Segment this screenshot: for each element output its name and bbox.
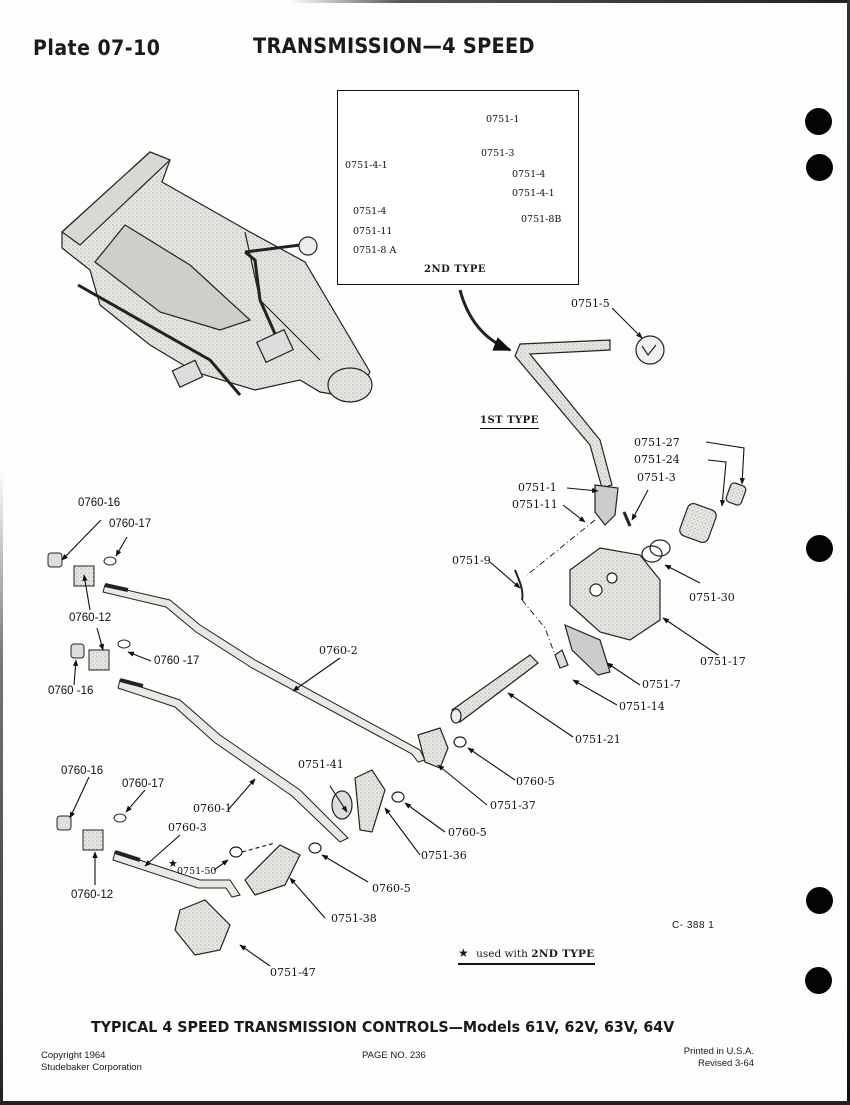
callout-0751-41: 0751-41 xyxy=(298,758,344,771)
shift-rods-illustration xyxy=(102,583,426,898)
footer-copyright: Copyright 1964 Studebaker Corporation xyxy=(41,1050,142,1074)
callout-inset-0751-1: 0751-1 xyxy=(486,114,520,125)
callout-0751-27: 0751-27 xyxy=(634,436,680,449)
callout-0751-21: 0751-21 xyxy=(575,733,621,746)
callout-0751-1: 0751-1 xyxy=(518,481,557,494)
callout-0760-16-bottom: 0760-16 xyxy=(61,765,104,777)
callout-0760-2: 0760-2 xyxy=(319,644,358,657)
callout-0751-3: 0751-3 xyxy=(637,471,676,484)
callout-inset-0751-8a: 0751-8 A xyxy=(353,245,397,256)
callout-0760-17-middle: 0760 -17 xyxy=(154,655,200,667)
scan-edge-top xyxy=(290,0,850,3)
shift-lever-illustration xyxy=(514,335,665,526)
scan-edge-right xyxy=(847,0,850,1105)
callout-0760-17-top: 0760-17 xyxy=(109,518,152,530)
callout-inset-0751-8b: 0751-8B xyxy=(521,214,562,225)
scan-edge-bottom xyxy=(0,1101,850,1105)
star-icon: ★ xyxy=(458,946,469,960)
callout-0760-12-bottom: 0760-12 xyxy=(71,889,114,901)
dashdot-leader-spring xyxy=(521,519,596,656)
callout-0751-9: 0751-9 xyxy=(452,554,491,567)
type-note-strong: 2ND TYPE xyxy=(531,948,595,960)
callout-0751-14: 0751-14 xyxy=(619,700,665,713)
figure-code: C- 388 1 xyxy=(672,920,715,931)
page-title: TRANSMISSION—4 SPEED xyxy=(253,34,535,58)
copyright-line-2: Studebaker Corporation xyxy=(41,1062,142,1073)
callout-0760-5-upper: 0760-5 xyxy=(516,775,555,788)
second-type-inset xyxy=(337,90,579,285)
transmission-case-illustration xyxy=(61,151,373,403)
callout-0751-37: 0751-37 xyxy=(490,799,536,812)
callout-0751-47: 0751-47 xyxy=(270,966,316,979)
callout-0760-5-lower: 0760-5 xyxy=(372,882,411,895)
type-note: ★ used with 2ND TYPE xyxy=(458,946,595,965)
first-type-label: 1ST TYPE xyxy=(480,415,539,429)
callout-0760-12-top: 0760-12 xyxy=(69,612,112,624)
shift-housing-illustration xyxy=(514,482,747,676)
callout-inset-0751-4-1-right: 0751-4-1 xyxy=(512,188,555,199)
footer-page-number: PAGE NO. 236 xyxy=(362,1050,426,1061)
copyright-line-1: Copyright 1964 xyxy=(41,1050,106,1061)
plate-number: Plate 07-10 xyxy=(33,36,161,60)
callout-0760-17-bottom: 0760-17 xyxy=(122,778,165,790)
callout-0760-16-middle: 0760 -16 xyxy=(48,685,94,697)
callout-0751-5: 0751-5 xyxy=(571,297,610,310)
callout-inset-0751-11: 0751-11 xyxy=(353,226,393,237)
callout-inset-0751-4-left: 0751-4 xyxy=(353,206,387,217)
shift-shaft-illustration xyxy=(450,654,539,748)
callout-inset-0751-3: 0751-3 xyxy=(481,148,515,159)
revised-date: Revised 3-64 xyxy=(698,1058,754,1069)
type-note-text: used with xyxy=(476,948,528,960)
figure-caption: TYPICAL 4 SPEED TRANSMISSION CONTROLS—Mo… xyxy=(91,1018,675,1036)
callout-0751-7: 0751-7 xyxy=(642,678,681,691)
scan-edge-left xyxy=(0,470,3,1105)
second-type-label: 2ND TYPE xyxy=(424,264,486,275)
callout-0760-3: 0760-3 xyxy=(168,821,207,834)
callout-0751-11: 0751-11 xyxy=(512,498,558,511)
footer-print-info: Printed in U.S.A. Revised 3-64 xyxy=(684,1046,754,1070)
rod-end-hardware-illustration xyxy=(47,552,131,851)
callout-0760-1: 0760-1 xyxy=(193,802,232,815)
callout-0751-38: 0751-38 xyxy=(331,912,377,925)
callout-0751-17: 0751-17 xyxy=(700,655,746,668)
binder-hole-1 xyxy=(805,108,832,135)
callout-0751-36: 0751-36 xyxy=(421,849,467,862)
callout-0760-16-top: 0760-16 xyxy=(78,497,121,509)
callout-0760-5-middle: 0760-5 xyxy=(448,826,487,839)
callout-0751-24: 0751-24 xyxy=(634,453,680,466)
callout-0751-50: 0751-50 xyxy=(177,866,217,877)
printed-in: Printed in U.S.A. xyxy=(683,1046,754,1057)
callout-inset-0751-4-right: 0751-4 xyxy=(512,169,546,180)
binder-hole-5 xyxy=(805,967,832,994)
callout-0751-30: 0751-30 xyxy=(689,591,735,604)
binder-hole-3 xyxy=(806,535,833,562)
callout-inset-0751-4-1-left: 0751-4-1 xyxy=(345,160,388,171)
binder-hole-2 xyxy=(806,154,833,181)
binder-hole-4 xyxy=(806,887,833,914)
callout-0751-50-star: ★ xyxy=(168,857,178,870)
type-link-arrow xyxy=(458,289,512,352)
